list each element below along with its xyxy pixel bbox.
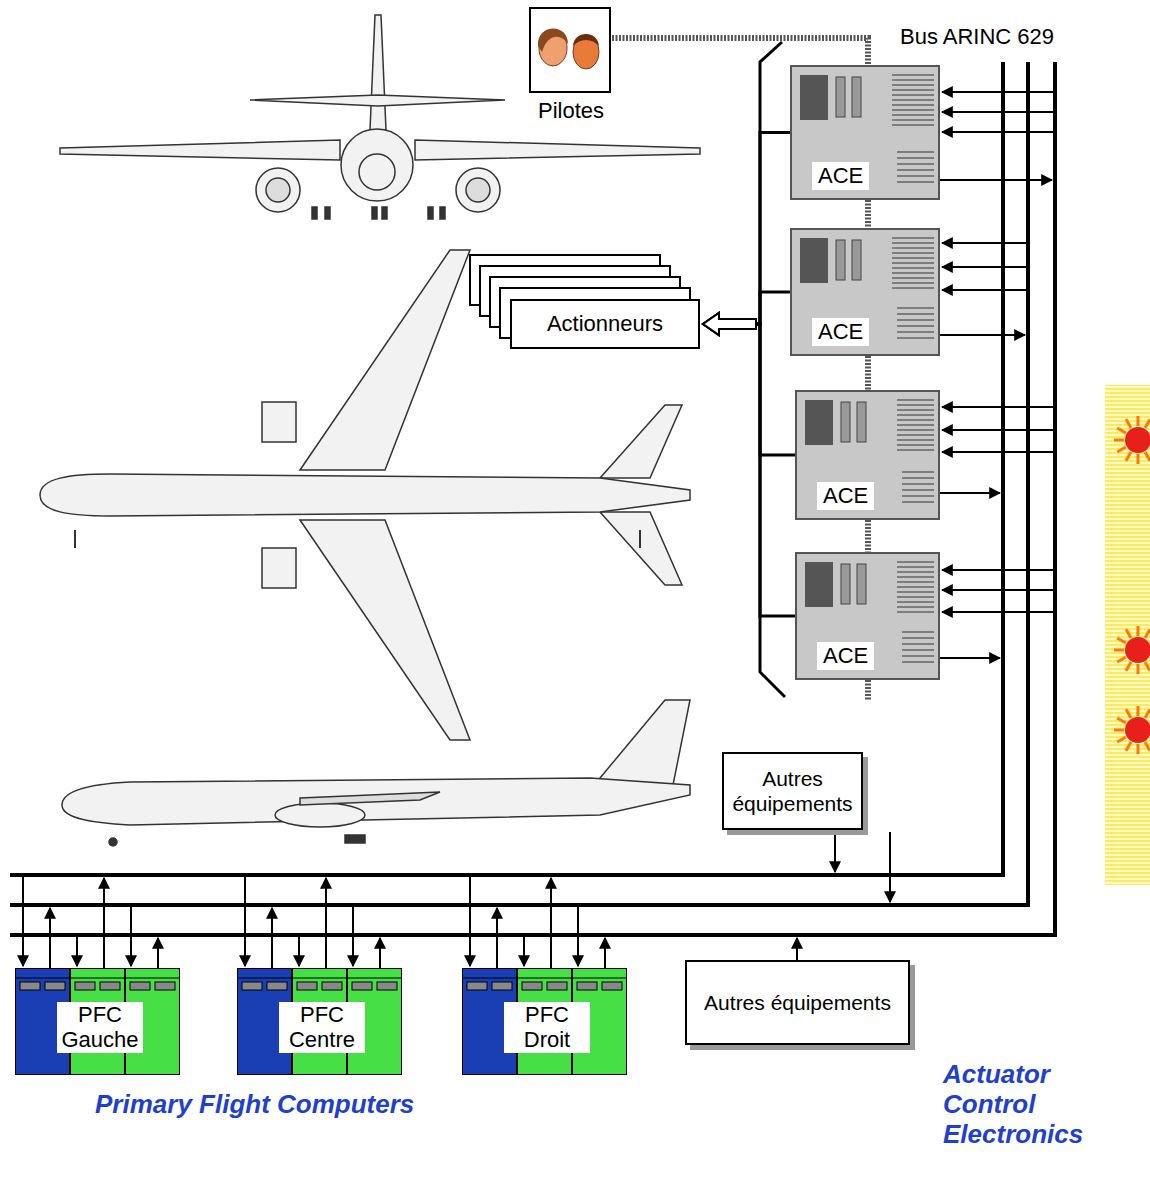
node-label: ACE xyxy=(812,318,869,346)
pilot-box: Pilotes xyxy=(528,6,614,130)
group-caption: Actuator Control Electronics xyxy=(943,1060,1133,1150)
connector xyxy=(703,292,790,335)
node-label: ACE xyxy=(812,162,869,190)
connector xyxy=(703,133,790,336)
ace-unit: ACE xyxy=(795,552,940,680)
flight-computer: PFC Droit xyxy=(462,968,627,1075)
equipment-box: Actionneurs xyxy=(510,299,700,349)
node-label: Pilotes xyxy=(528,98,614,124)
interference-band xyxy=(1105,385,1150,885)
ace-unit: ACE xyxy=(790,65,940,200)
pilot-faces xyxy=(528,6,614,96)
connector xyxy=(703,313,795,616)
node-label: Actionneurs xyxy=(541,309,669,339)
bus-name: Bus ARINC 629 xyxy=(898,24,1056,50)
aircraft-side-view xyxy=(62,700,690,846)
flight-computer: PFC Gauche xyxy=(15,968,180,1075)
connector xyxy=(868,200,869,228)
ace-unit: ACE xyxy=(795,390,940,520)
node-label: ACE xyxy=(817,482,874,510)
node-label: ACE xyxy=(817,642,874,670)
ace-unit: ACE xyxy=(790,228,940,356)
equipment-box: Autres équipements xyxy=(722,752,863,830)
node-label: Autres équipements xyxy=(724,764,861,818)
group-caption: Primary Flight Computers xyxy=(95,1090,595,1120)
node-label: Autres équipements xyxy=(698,988,897,1017)
aircraft-top-view xyxy=(40,250,690,740)
connector xyxy=(612,38,868,65)
arinc-bus xyxy=(10,62,1055,935)
node-label: PFC Centre xyxy=(279,1002,365,1053)
node-label: PFC Gauche xyxy=(57,1002,143,1053)
connector xyxy=(868,520,869,552)
connector xyxy=(703,313,795,455)
connector xyxy=(868,356,869,390)
bus-wires xyxy=(23,92,1055,968)
group-bracket xyxy=(760,42,785,697)
node-label: PFC Droit xyxy=(504,1002,590,1053)
pilot-link xyxy=(865,680,871,700)
equipment-box: Autres équipements xyxy=(685,960,910,1045)
flight-computer: PFC Centre xyxy=(237,968,402,1075)
